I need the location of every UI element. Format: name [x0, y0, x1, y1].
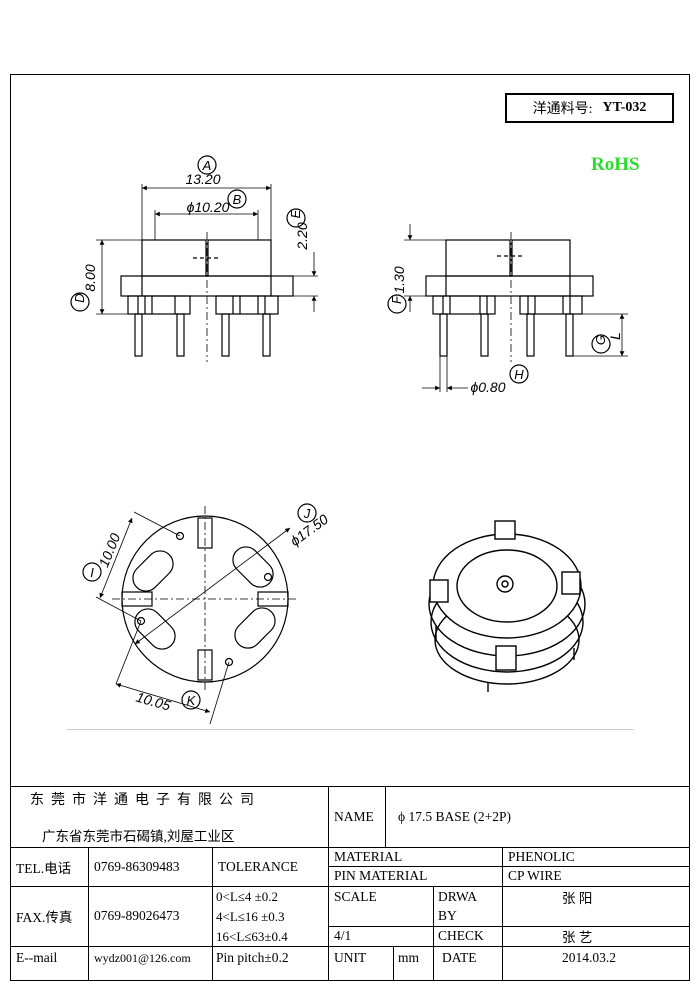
dim-f-label: F [389, 295, 404, 304]
tolerance-row-3: 16<L≤63±0.4 [216, 929, 288, 944]
dim-d-value: 8.00 [82, 264, 98, 291]
drawn-label-2: BY [438, 908, 457, 923]
dim-i-label: I [90, 565, 94, 580]
rohs-mark: RoHS [591, 154, 640, 175]
front-view [70, 155, 318, 362]
date-value: 2014.03.2 [562, 950, 616, 965]
tolerance-label: TOLERANCE [218, 858, 298, 874]
bottom-view [82, 503, 317, 725]
part-number-value: YT-032 [602, 100, 647, 115]
pin-pitch-tolerance: Pin pitch±0.2 [216, 950, 289, 965]
drawn-label-1: DRWA [438, 889, 478, 904]
title-block: 东莞市洋通电子有限公司 广东省东莞市石碣镇,刘屋工业区 NAME ϕ 17.5 … [10, 786, 690, 981]
dim-g-label: G [593, 335, 608, 345]
part-number-box: 洋通料号: YT-032 [505, 93, 674, 123]
check-label: CHECK [438, 928, 484, 943]
dim-e-label: E [288, 209, 303, 218]
dim-h-value: ϕ0.80 [470, 379, 505, 395]
email-label: E--mail [16, 950, 58, 965]
scale-label: SCALE [334, 889, 377, 904]
name-label: NAME [334, 808, 374, 824]
dim-k-value: 10.05 [134, 689, 172, 714]
email-value: wydz001@126.com [94, 950, 191, 965]
part-number-label: 洋通料号: [532, 102, 593, 117]
side-view [387, 224, 628, 392]
drawing-frame [10, 74, 690, 981]
company-address: 广东省东莞市石碣镇,刘屋工业区 [42, 829, 235, 844]
check-value: 张 艺 [562, 930, 593, 945]
tel-label: TEL.电话 [16, 860, 72, 876]
dim-k-label: K [187, 693, 197, 708]
drawn-value: 张 阳 [562, 891, 593, 906]
dim-f-value: 1.30 [391, 266, 407, 293]
company-name: 东莞市洋通电子有限公司 [30, 793, 261, 808]
dim-e-value: 2.20 [294, 222, 310, 250]
pin-material-label: PIN MATERIAL [334, 868, 428, 883]
tolerance-row-2: 4<L≤16 ±0.3 [216, 909, 285, 924]
section-divider [66, 729, 634, 730]
dim-a-value: 13.20 [185, 171, 220, 187]
tel-value: 0769-86309483 [94, 858, 180, 874]
unit-value: mm [398, 950, 420, 965]
material-label: MATERIAL [334, 848, 403, 864]
tolerance-row-1: 0<L≤4 ±0.2 [216, 889, 279, 904]
date-label: DATE [442, 950, 477, 965]
unit-label: UNIT [334, 950, 367, 965]
fax-label: FAX.传真 [16, 910, 73, 925]
pin-material-value: CP WIRE [508, 868, 562, 883]
dim-b-value: ϕ10.20 [187, 199, 230, 215]
dim-b-label: B [233, 192, 242, 207]
dim-j-label: J [303, 506, 311, 521]
isometric-view [428, 520, 586, 692]
fax-value: 0769-89026473 [94, 908, 180, 923]
name-value: ϕ 17.5 BASE (2+2P) [398, 808, 511, 824]
scale-value: 4/1 [334, 928, 352, 943]
dim-d-label: D [72, 293, 87, 302]
material-value: PHENOLIC [508, 848, 575, 864]
dim-a-label: A [202, 158, 212, 173]
dim-h-label: H [514, 367, 524, 382]
dim-g-value: L [607, 332, 623, 340]
